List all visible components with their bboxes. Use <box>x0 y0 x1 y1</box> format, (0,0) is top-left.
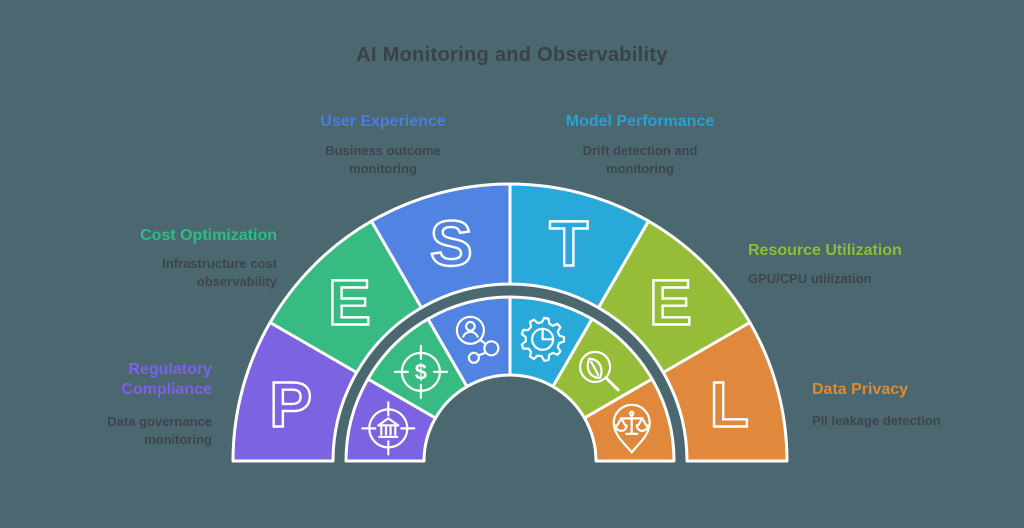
callout-model-performance: Model Performance Drift detection and mo… <box>540 112 740 179</box>
leaf-magnifier-icon <box>578 350 620 392</box>
bank-target-icon <box>361 401 416 456</box>
outer-segment-L-5 <box>661 321 789 463</box>
callout-cost-optimization: Cost Optimization Infrastructure cost ob… <box>57 226 277 292</box>
gear-pie-icon <box>520 316 566 362</box>
callout-subtext: PII leakage detection <box>812 413 941 428</box>
callout-data-privacy: Data Privacy PII leakage detection <box>812 380 1022 430</box>
callout-heading: Data Privacy <box>812 381 909 398</box>
callout-subtext: Business outcome monitoring <box>325 143 441 177</box>
dollar-target-icon: $ <box>393 344 448 399</box>
callout-heading: Resource Utilization <box>748 242 902 259</box>
segment-letter-L: L <box>710 368 749 440</box>
segment-letter-P: P <box>269 368 312 440</box>
segment-letter-S: S <box>430 208 473 280</box>
callout-heading: Cost Optimization <box>140 227 277 244</box>
callout-resource-utilization: Resource Utilization GPU/CPU utilization <box>748 241 978 288</box>
callout-heading: Regulatory Compliance <box>121 361 212 398</box>
callout-regulatory-compliance: Regulatory Compliance Data governance mo… <box>32 360 212 450</box>
callout-subtext: GPU/CPU utilization <box>748 271 872 286</box>
callout-subtext: Infrastructure cost observability <box>162 256 277 290</box>
callout-heading: Model Performance <box>565 113 715 130</box>
scales-pin-icon <box>612 403 651 454</box>
segment-letter-E: E <box>328 266 371 338</box>
inner-segment-5 <box>582 377 676 463</box>
segment-letter-T: T <box>549 208 588 280</box>
dollar-glyph: $ <box>415 359 427 384</box>
callout-user-experience: User Experience Business outcome monitor… <box>283 112 483 179</box>
callout-subtext: Data governance monitoring <box>107 414 212 448</box>
callout-heading: User Experience <box>320 113 446 130</box>
callout-subtext: Drift detection and monitoring <box>582 143 698 177</box>
page-title: AI Monitoring and Observability <box>356 44 668 66</box>
segment-letter-E: E <box>649 266 692 338</box>
person-network-icon <box>455 315 500 364</box>
